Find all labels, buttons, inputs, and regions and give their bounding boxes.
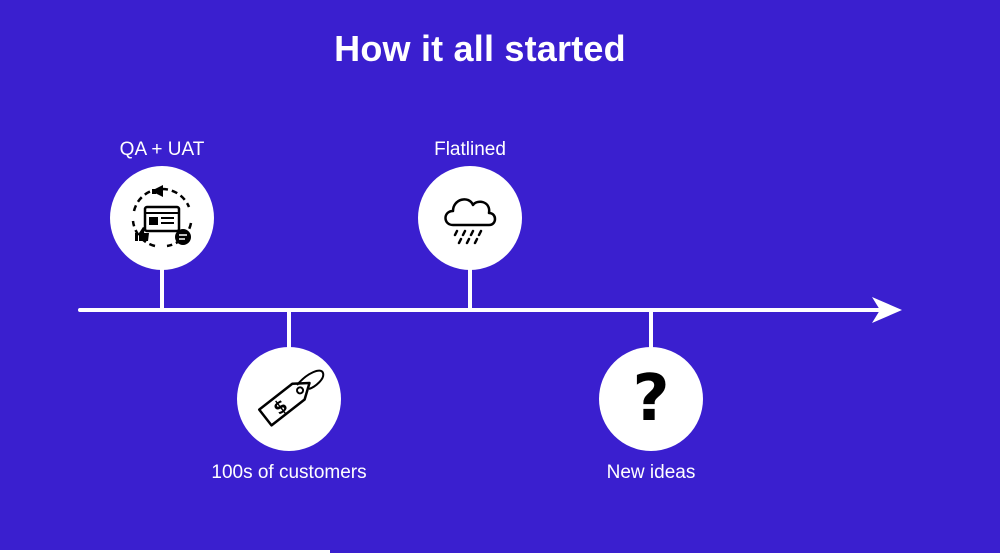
timeline-arrowhead (872, 297, 902, 323)
milestone-label-flatlined: Flatlined (434, 139, 506, 160)
milestone-circle-customers: $ (237, 347, 341, 451)
progress-underline (0, 550, 330, 553)
milestone-label-customers: 100s of customers (211, 462, 367, 483)
rain-cloud-icon (444, 198, 497, 245)
milestone-circle-flatlined (418, 166, 522, 270)
milestone-label-new-ideas: New ideas (606, 462, 696, 483)
question-mark-icon: ? (632, 362, 670, 436)
qa-uat-icon (131, 185, 193, 248)
slide-title: How it all started (334, 28, 626, 69)
milestone-label-qa-uat: QA + UAT (119, 139, 205, 160)
milestone-circle-new-ideas: ? (599, 347, 703, 451)
milestone-circle-qa-uat (110, 166, 214, 270)
price-tag-icon: $ (257, 369, 325, 427)
